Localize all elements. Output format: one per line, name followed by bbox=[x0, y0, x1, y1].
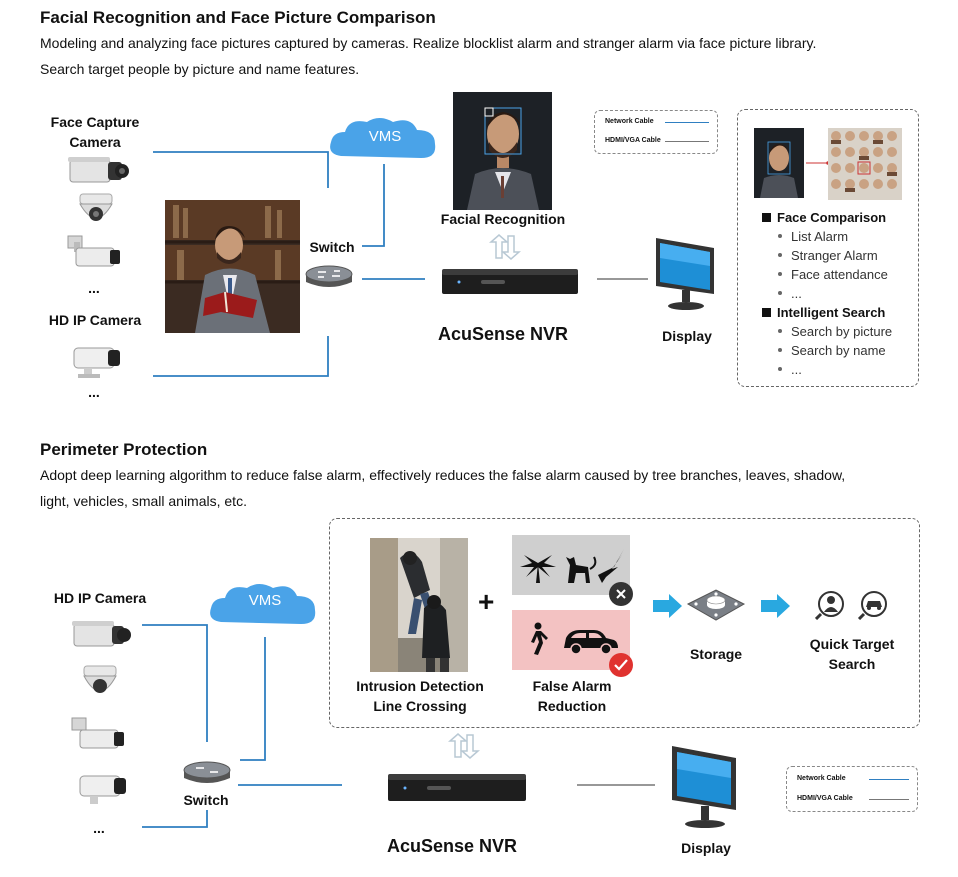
flow-arrow-icon bbox=[761, 594, 790, 618]
switch-icon bbox=[305, 265, 353, 287]
reading-man-photo bbox=[165, 200, 300, 333]
ellipsis: ... bbox=[88, 280, 100, 296]
display-label-2: Display bbox=[681, 840, 731, 856]
flow-arrow-icon bbox=[653, 594, 682, 618]
panel-face-comparison-heading: Face Comparison bbox=[762, 208, 892, 227]
vms-label-2: VMS bbox=[248, 592, 282, 609]
plus-sign: + bbox=[478, 586, 495, 617]
bullet-camera-icon bbox=[71, 717, 124, 749]
search-person-icon bbox=[815, 591, 844, 620]
section2-desc-line1: Adopt deep learning algorithm to reduce … bbox=[40, 467, 846, 483]
cable-legend: Network Cable HDMI/VGA Cable bbox=[594, 110, 718, 154]
false-alarm-targets-panel bbox=[512, 610, 630, 670]
storage-label: Storage bbox=[689, 646, 743, 662]
face-library-thumbnails bbox=[754, 128, 902, 200]
face-portrait-photo bbox=[453, 92, 552, 210]
false-alarm-sources-panel bbox=[512, 535, 630, 595]
quick-target-search-label: Quick Target Search bbox=[809, 636, 895, 672]
monitor-icon bbox=[656, 238, 714, 310]
dome-camera-icon bbox=[79, 193, 113, 221]
section1-title: Facial Recognition and Face Picture Comp… bbox=[40, 8, 436, 27]
monitor-icon bbox=[672, 746, 736, 828]
intrusion-detection-label: Intrusion Detection Line Crossing bbox=[356, 678, 484, 714]
legend-network-cable: Network Cable bbox=[605, 118, 654, 125]
legend-network-line bbox=[665, 122, 709, 123]
bullet-camera-icon bbox=[67, 235, 120, 267]
hd-ip-camera-label: HD IP Camera bbox=[48, 312, 142, 328]
nvr-label: AcuSense NVR bbox=[437, 324, 569, 344]
nvr-icon bbox=[442, 269, 578, 294]
legend-hdmi-line bbox=[665, 141, 709, 142]
legend-hdmi-line bbox=[869, 799, 909, 800]
face-comparison-panel: Face Comparison List Alarm Stranger Alar… bbox=[737, 109, 919, 387]
false-alarm-targets-icons bbox=[531, 622, 618, 655]
switch-label-2: Switch bbox=[183, 792, 229, 808]
storage-icon bbox=[686, 589, 746, 621]
legend-hdmi-cable: HDMI/VGA Cable bbox=[797, 795, 853, 802]
vms-label: VMS bbox=[368, 128, 402, 145]
cloud-icon bbox=[210, 584, 316, 624]
display-label: Display bbox=[662, 328, 712, 344]
walking-person-icon bbox=[531, 622, 548, 655]
section1-desc-line2: Search target people by picture and name… bbox=[40, 61, 360, 77]
ellipsis: ... bbox=[88, 384, 100, 400]
bullet-camera-icon bbox=[79, 775, 126, 804]
sync-arrows-icon bbox=[448, 733, 480, 759]
legend-network-cable: Network Cable bbox=[797, 775, 846, 782]
perimeter-process-box bbox=[329, 518, 920, 728]
nvr-icon bbox=[388, 774, 526, 801]
section1-desc-line1: Modeling and analyzing face pictures cap… bbox=[40, 35, 817, 51]
cat-icon bbox=[566, 556, 597, 583]
switch-label: Switch bbox=[309, 239, 355, 255]
panel-item-search-by-name: Search by name bbox=[762, 341, 892, 360]
bird-icon bbox=[598, 549, 624, 583]
box-camera-icon bbox=[68, 157, 129, 183]
face-capture-camera-label: Face Capture Camera bbox=[50, 114, 140, 150]
intrusion-photo bbox=[370, 538, 468, 672]
sync-arrows-icon bbox=[489, 234, 521, 260]
panel-item-more-2: ... bbox=[762, 360, 892, 379]
tree-icon bbox=[520, 555, 556, 583]
false-alarm-reduction-label: False Alarm Reduction bbox=[532, 678, 612, 714]
cross-icon bbox=[609, 582, 633, 606]
nvr-label-2: AcuSense NVR bbox=[386, 836, 518, 856]
false-alarm-sources-icons bbox=[520, 549, 624, 583]
legend-network-line bbox=[869, 779, 909, 780]
panel-intelligent-search-heading: Intelligent Search bbox=[762, 303, 892, 322]
cloud-icon bbox=[330, 118, 436, 158]
section2-title: Perimeter Protection bbox=[40, 440, 208, 459]
car-icon bbox=[564, 630, 618, 655]
section2-desc-line2: light, vehicles, small animals, etc. bbox=[40, 493, 247, 509]
switch-icon bbox=[183, 761, 231, 783]
check-icon bbox=[609, 653, 633, 677]
panel-item-more-1: ... bbox=[762, 284, 892, 303]
box-camera-icon bbox=[72, 621, 131, 647]
ellipsis: ... bbox=[93, 820, 105, 836]
cable-legend-2: Network Cable HDMI/VGA Cable bbox=[786, 766, 918, 812]
legend-hdmi-cable: HDMI/VGA Cable bbox=[605, 137, 661, 144]
search-car-icon bbox=[857, 591, 887, 620]
bullet-camera-icon bbox=[73, 347, 120, 378]
panel-item-list-alarm: List Alarm bbox=[762, 227, 892, 246]
hd-ip-camera-label-2: HD IP Camera bbox=[53, 590, 147, 606]
panel-item-face-attendance: Face attendance bbox=[762, 265, 892, 284]
panel-item-search-by-picture: Search by picture bbox=[762, 322, 892, 341]
dome-camera-icon bbox=[83, 665, 117, 693]
facial-recognition-label: Facial Recognition bbox=[440, 211, 566, 227]
panel-item-stranger-alarm: Stranger Alarm bbox=[762, 246, 892, 265]
